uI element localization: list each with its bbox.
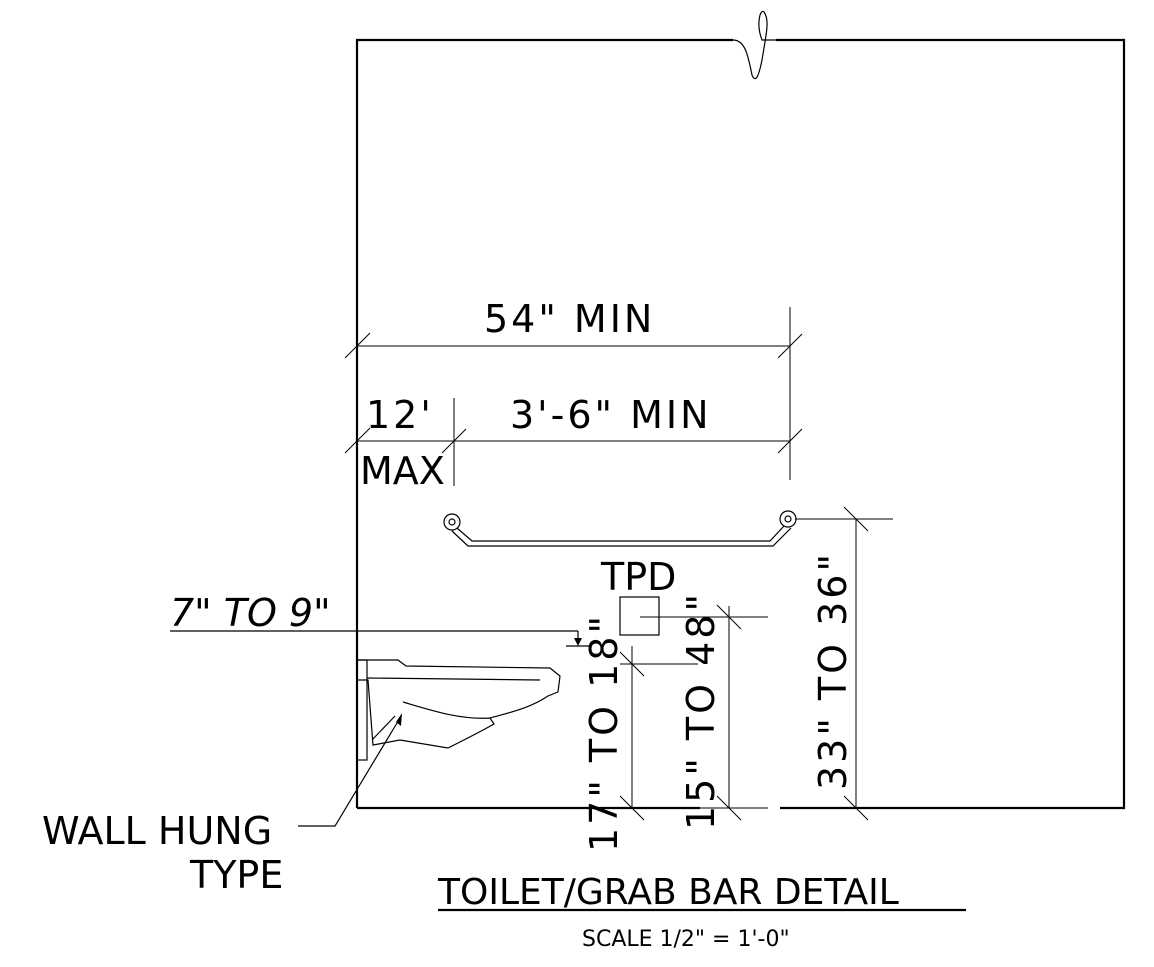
bar-height-dimension: 33" TO 36" (795, 506, 893, 821)
break-line-symbol (732, 10, 776, 80)
wall-outline (355, 10, 1126, 810)
overall-width-dimension: 54" MIN (344, 297, 803, 480)
seat-height-label: 17" TO 18" (582, 613, 626, 852)
tpd-offset-label: 7" TO 9" (170, 591, 331, 635)
tpd-height-label: 15" TO 48" (679, 591, 723, 830)
grab-bar (443, 510, 797, 547)
toilet-type-line2: TYPE (189, 853, 283, 897)
overall-width-label: 54" MIN (484, 297, 655, 341)
toilet-paper-dispenser: TPD (600, 555, 676, 636)
tpd-label: TPD (600, 555, 676, 599)
bar-length-label: 3'-6" MIN (510, 393, 712, 437)
detail-title: TOILET/GRAB BAR DETAIL (437, 872, 899, 913)
tpd-height-dimension: 15" TO 48" (640, 591, 768, 830)
wall-hung-toilet (356, 659, 561, 761)
side-offset-label: 12' (366, 393, 434, 437)
detail-scale: SCALE 1/2" = 1'-0" (582, 927, 790, 952)
bar-height-label: 33" TO 36" (811, 551, 855, 790)
toilet-type-line1: WALL HUNG (42, 809, 272, 853)
title-block: TOILET/GRAB BAR DETAIL SCALE 1/2" = 1'-0… (437, 872, 966, 952)
tpd-offset-callout: 7" TO 9" (170, 591, 590, 647)
toilet-type-callout: WALL HUNG TYPE (42, 713, 402, 897)
seat-height-dimension: 17" TO 18" (582, 613, 698, 852)
grab-bar-dimension: 12' MAX 3'-6" MIN (344, 393, 803, 493)
side-offset-max-label: MAX (360, 449, 445, 493)
